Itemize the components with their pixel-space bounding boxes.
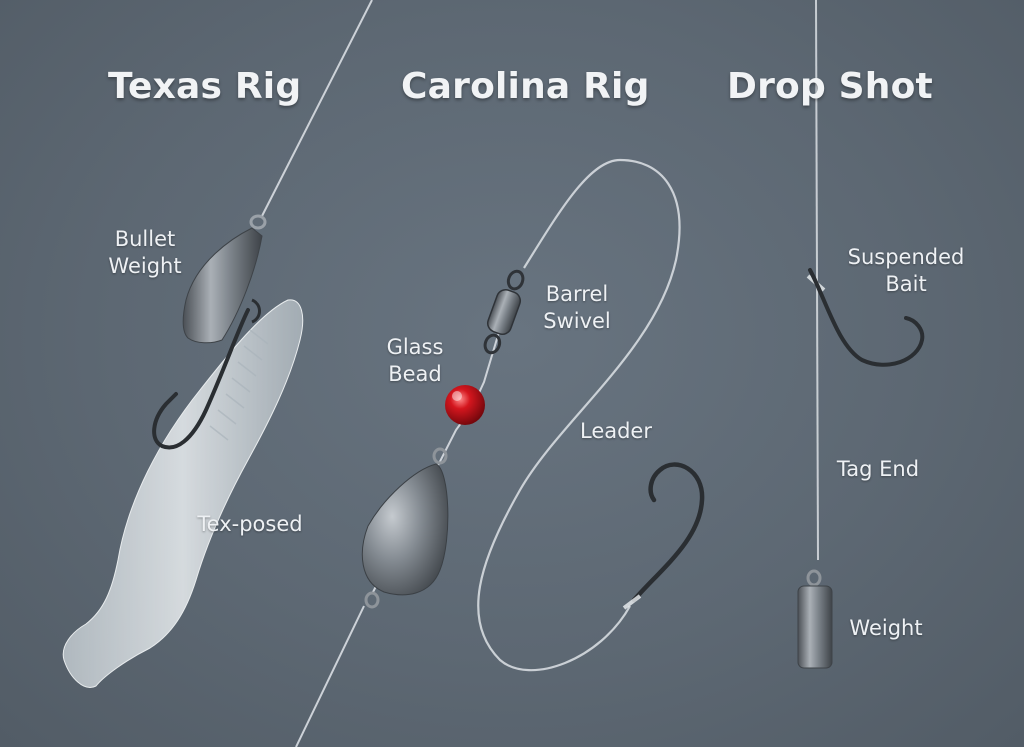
label-line: Bait xyxy=(885,272,927,296)
drop-shot-hook xyxy=(808,268,925,367)
barrel-swivel-label: Barrel Swivel xyxy=(536,281,618,335)
sinker-top-eye xyxy=(432,447,448,465)
cylinder-weight xyxy=(797,585,833,669)
weight-label: Weight xyxy=(840,615,932,642)
label-line: Swivel xyxy=(543,309,611,333)
texas-line-eye xyxy=(249,214,267,230)
tag-end-label: Tag End xyxy=(828,456,928,483)
label-line: Leader xyxy=(579,419,652,443)
carolina-knot xyxy=(622,594,642,610)
weight-eye xyxy=(806,569,822,587)
worm-segments xyxy=(209,329,269,441)
leader-label: Leader xyxy=(570,418,662,445)
label-line: Glass xyxy=(386,335,444,359)
suspended-bait-label: Suspended Bait xyxy=(836,244,976,298)
tex-posed-label: Tex-posed xyxy=(186,511,314,538)
label-line: Weight xyxy=(108,254,182,278)
texas-rig xyxy=(62,0,373,688)
barrel-swivel xyxy=(483,269,525,355)
label-line: Barrel xyxy=(545,282,609,306)
drop-shot-title: Drop Shot xyxy=(727,66,933,107)
bead-highlight xyxy=(452,391,462,401)
carolina-leader-line xyxy=(477,158,681,672)
carolina-rig-title: Carolina Rig xyxy=(401,66,650,107)
label-line: Bead xyxy=(388,362,442,386)
bullet-weight-label: Bullet Weight xyxy=(100,226,190,280)
sinker-bottom-eye xyxy=(364,591,380,609)
glass-bead xyxy=(445,385,485,425)
texas-rig-title: Texas Rig xyxy=(108,66,302,107)
carolina-hook xyxy=(631,462,705,603)
drop-shot-rig xyxy=(797,0,925,669)
texas-hook-eye xyxy=(251,298,261,324)
label-line: Tex-posed xyxy=(197,512,303,536)
bullet-weight xyxy=(182,227,263,344)
texas-main-line xyxy=(261,0,373,217)
carolina-main-line xyxy=(295,605,365,747)
egg-sinker xyxy=(361,463,449,596)
label-line: Suspended xyxy=(847,245,965,269)
label-line: Tag End xyxy=(836,457,920,481)
label-line: Bullet xyxy=(114,227,176,251)
glass-bead-label: Glass Bead xyxy=(374,334,456,388)
label-line: Weight xyxy=(849,616,923,640)
soft-plastic-worm xyxy=(62,299,304,688)
texas-hook xyxy=(152,308,250,450)
carolina-rig xyxy=(295,158,705,747)
